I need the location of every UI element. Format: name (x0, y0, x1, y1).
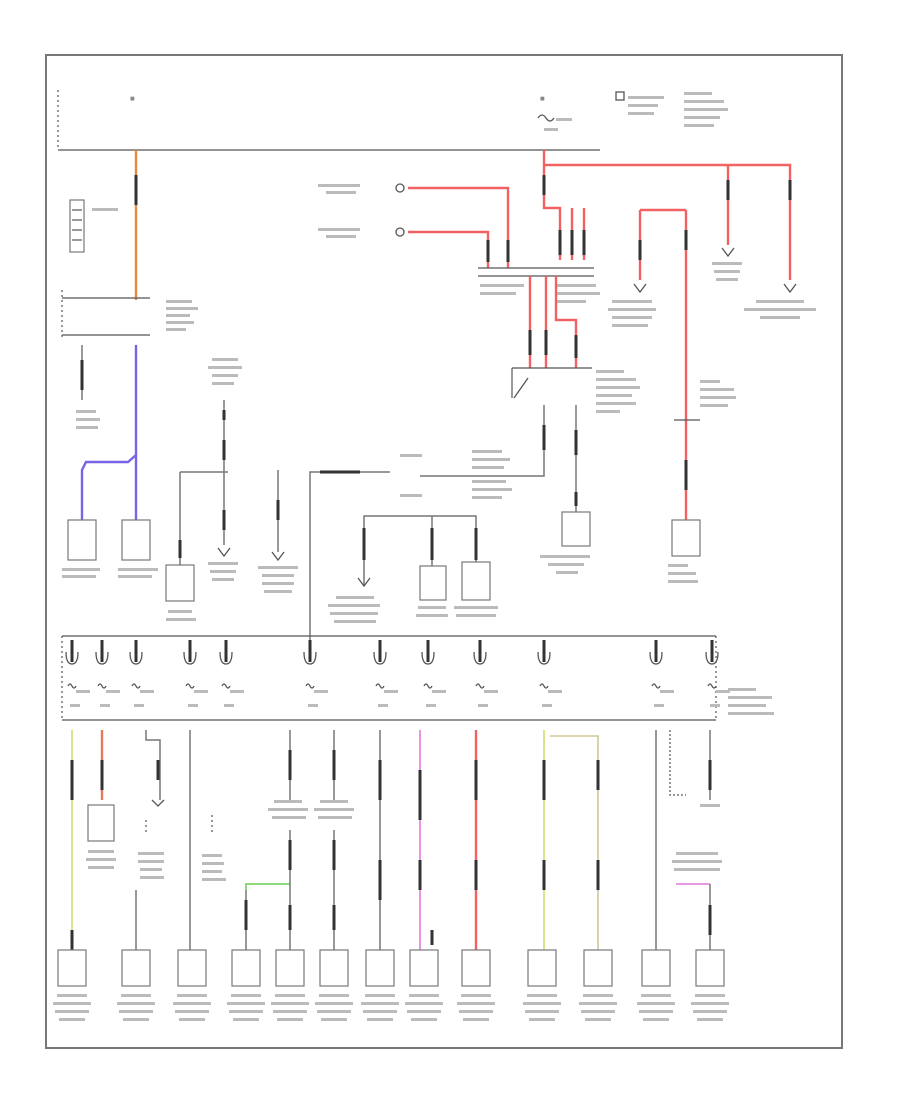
svg-text:■: ■ (130, 96, 135, 102)
module-center-1 (419, 565, 447, 601)
mid-distribution (165, 358, 498, 640)
fuse-block (61, 635, 774, 721)
fuse-icon (129, 640, 154, 707)
red-power-branches (318, 150, 816, 520)
module-box (271, 949, 309, 1021)
module-left-1 (67, 519, 97, 561)
fuse-icon (95, 640, 120, 707)
module-box (173, 949, 211, 1021)
svg-text:■: ■ (540, 96, 545, 102)
module-box (117, 949, 155, 1021)
purple-wire-group (80, 345, 138, 520)
module-mid-right (561, 511, 591, 547)
bottom-modules (53, 949, 729, 1021)
module-left-2 (121, 519, 151, 561)
diagram-frame (45, 54, 843, 1049)
module-lower-1 (87, 804, 115, 842)
relay-module (511, 367, 640, 413)
module-box (637, 949, 675, 1021)
module-box (457, 949, 495, 1021)
module-box (691, 949, 729, 1021)
module-box (53, 949, 91, 1021)
module-box (227, 949, 265, 1021)
fuse-row (65, 640, 730, 707)
module-box (405, 949, 443, 1021)
fuse-icon (219, 640, 244, 707)
fuse-icon (473, 640, 498, 707)
module-box (361, 949, 399, 1021)
module-box (315, 949, 353, 1021)
fuse-icon (183, 640, 208, 707)
module-center-2 (461, 561, 491, 601)
battery-icon (69, 199, 118, 253)
fuse-icon (649, 640, 674, 707)
lower-circuits (70, 730, 722, 955)
fuse-icon (705, 640, 730, 707)
fuse-icon (65, 640, 90, 707)
fuse-icon (421, 640, 446, 707)
power-distribution-top: ■ ■ (57, 90, 728, 151)
fuse-icon (373, 640, 398, 707)
battery-junction-block (61, 290, 198, 340)
fuse-icon (303, 640, 328, 707)
module-box (579, 949, 617, 1021)
module-mid-left (165, 564, 195, 602)
fuse-icon (537, 640, 562, 707)
module-box (523, 949, 561, 1021)
module-right-mid (671, 519, 701, 557)
junction-connector-bar (478, 267, 600, 303)
